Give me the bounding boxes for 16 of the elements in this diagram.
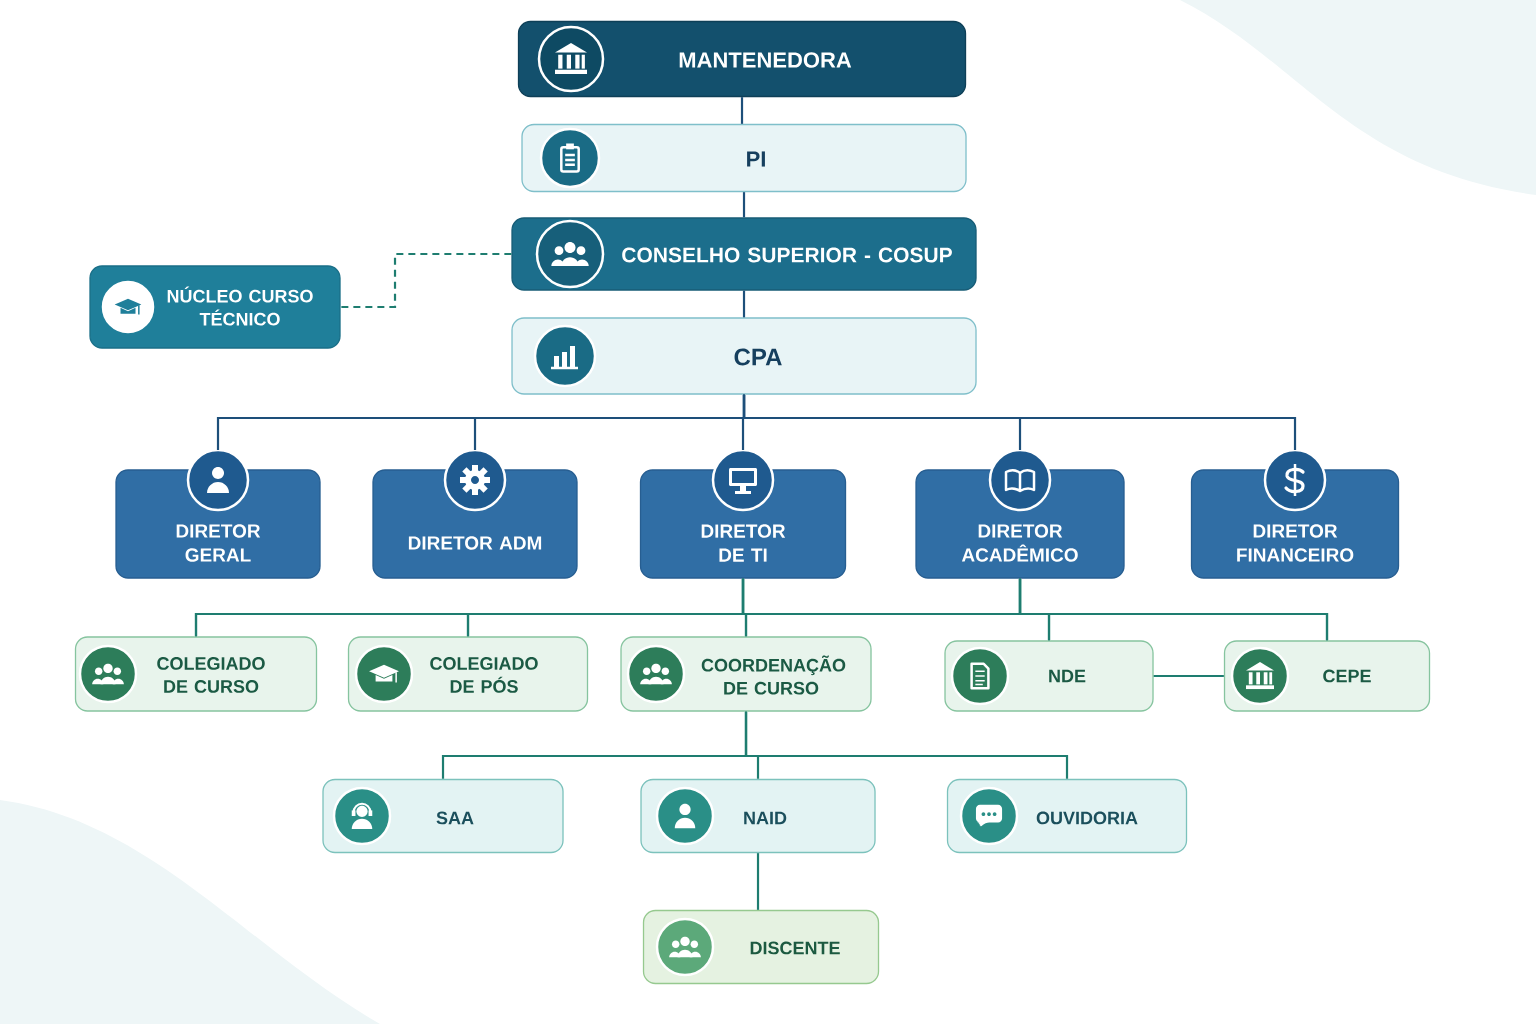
org-box: DIRETOR ADM — [372, 469, 578, 579]
connector-line — [1153, 674, 1224, 678]
org-box: DIRETOR FINANCEIRO — [1190, 469, 1400, 579]
connector-line — [740, 97, 744, 124]
connector-line — [1018, 578, 1329, 641]
connector-line — [742, 192, 746, 218]
connector-line — [744, 711, 1069, 779]
connector-line — [756, 853, 760, 910]
connector-line — [340, 252, 512, 309]
org-box: DIRETOR ACADÊMICO — [915, 469, 1125, 579]
org-box: PI — [521, 123, 967, 193]
org-box: DIRETOR DE TI — [639, 469, 847, 579]
connector-line — [742, 394, 1297, 450]
org-box: DIRETOR GERAL — [115, 469, 321, 579]
connector-line — [742, 290, 746, 318]
org-box: CPA — [511, 317, 977, 395]
